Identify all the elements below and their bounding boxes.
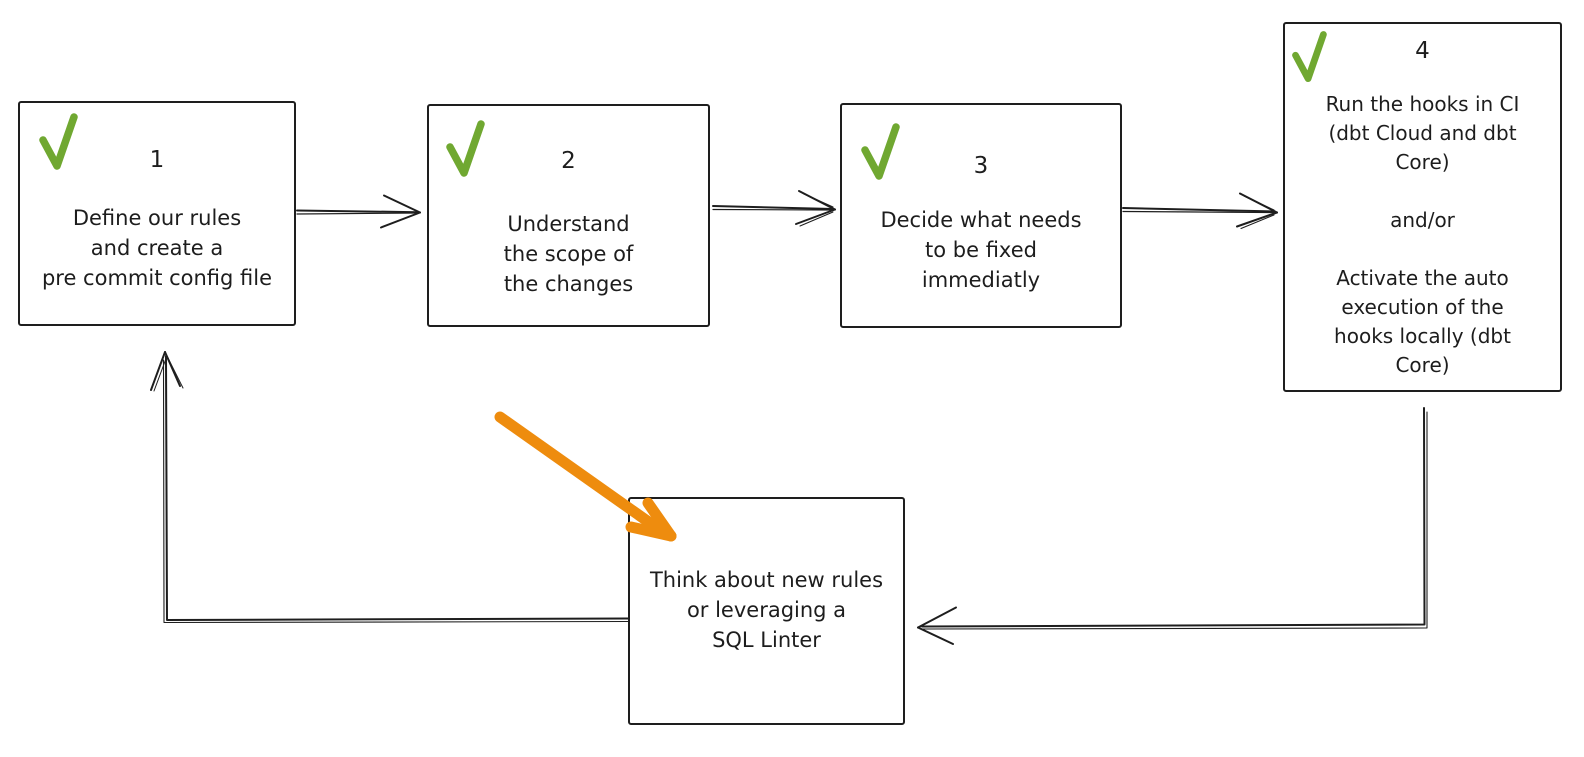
step-text: Think about new rules or leveraging a SQ… — [649, 568, 884, 652]
flow-node-step-1: 1 Define our rules and create a pre comm… — [18, 101, 296, 326]
check-icon — [1292, 31, 1327, 82]
step-text: Define our rules and create a pre commit… — [41, 206, 273, 290]
arrow-step4-to-loop-box — [917, 407, 1428, 645]
arrow-step1-to-step2 — [296, 194, 421, 229]
step-number: 1 — [149, 147, 165, 173]
arrow-loop-box-to-step1 — [150, 351, 629, 624]
step-number: 2 — [561, 148, 576, 174]
flow-node-step-4: 4 Run the hooks in CI (dbt Cloud and dbt… — [1283, 22, 1562, 392]
check-icon — [39, 113, 78, 170]
flow-node-loop-box: Think about new rules or leveraging a SQ… — [628, 497, 905, 725]
step-text: Decide what needs to be fixed immediatly — [880, 208, 1082, 292]
arrow-step3-to-step4 — [1122, 192, 1278, 229]
step-number: 4 — [1415, 38, 1430, 64]
flow-node-step-2: 2 Understand the scope of the changes — [427, 104, 710, 327]
check-icon — [446, 120, 485, 177]
step-number: 3 — [973, 153, 989, 179]
step-text: Run the hooks in CI (dbt Cloud and dbt C… — [1325, 92, 1520, 377]
step-text: Understand the scope of the changes — [503, 212, 634, 296]
arrow-step2-to-step3 — [712, 190, 836, 227]
check-icon — [861, 123, 900, 180]
flow-node-step-3: 3 Decide what needs to be fixed immediat… — [840, 103, 1122, 328]
